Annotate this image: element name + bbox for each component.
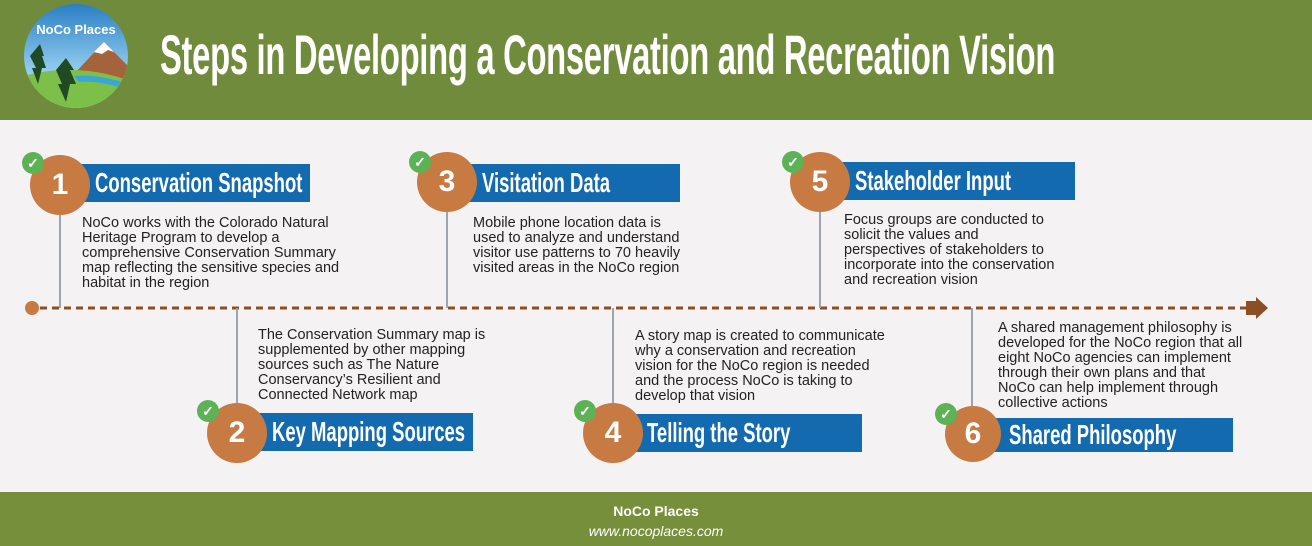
connector-1: [59, 212, 61, 308]
step-title: Key Mapping Sources: [272, 416, 466, 447]
connector-2: [236, 308, 238, 404]
step-description: Mobile phone location data is used to an…: [473, 215, 681, 276]
step-title: Stakeholder Input: [855, 165, 1012, 196]
connector-6: [971, 308, 973, 406]
step-title: Shared Philosophy: [1009, 419, 1177, 450]
noco-places-logo: NoCo Places: [24, 4, 128, 108]
page-title: Steps in Developing a Conservation and R…: [160, 23, 1056, 86]
step-description: A shared management philosophy is develo…: [998, 320, 1243, 411]
step-title: Telling the Story: [647, 417, 791, 448]
check-icon: ✓: [197, 400, 219, 422]
connector-3: [446, 210, 448, 308]
check-icon: ✓: [935, 403, 957, 425]
check-icon: ✓: [574, 400, 596, 422]
header-banner: NoCo Places Steps in Developing a Conser…: [0, 0, 1312, 120]
step-title-bar: Stakeholder Input: [838, 162, 1075, 200]
check-icon: ✓: [409, 151, 431, 173]
timeline-arrow-icon: [1246, 297, 1268, 319]
step-description: Focus groups are conducted to solicit th…: [844, 212, 1055, 288]
step-title-bar: Telling the Story: [630, 414, 862, 452]
step-title-bar: Conservation Snapshot: [78, 164, 310, 202]
step-title-bar: Key Mapping Sources: [255, 413, 473, 451]
footer: NoCo Places www.nocoplaces.com: [0, 492, 1312, 546]
step-description: The Conservation Summary map is suppleme…: [258, 327, 486, 403]
step-title: Visitation Data: [482, 167, 611, 198]
step-title-bar: Visitation Data: [465, 164, 680, 202]
check-icon: ✓: [22, 152, 44, 174]
footer-name: NoCo Places: [613, 503, 699, 519]
connector-4: [612, 308, 614, 404]
step-description: NoCo works with the Colorado Natural Her…: [82, 215, 340, 291]
footer-url-link[interactable]: www.nocoplaces.com: [588, 523, 724, 539]
check-icon: ✓: [782, 151, 804, 173]
step-title: Conservation Snapshot: [95, 167, 303, 198]
step-number-circle: 6: [945, 406, 1001, 462]
step-title-bar: Shared Philosophy: [992, 418, 1233, 452]
step-description: A story map is created to communicate wh…: [635, 328, 885, 404]
connector-5: [819, 210, 821, 308]
timeline-start-dot: [25, 301, 39, 315]
